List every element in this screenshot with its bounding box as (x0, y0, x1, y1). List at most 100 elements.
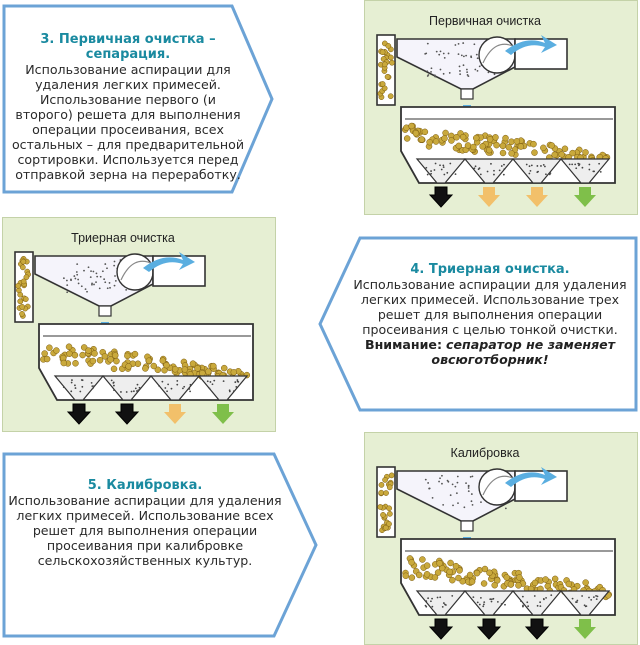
section-title: 3. Первичная очистка – сепарация. (40, 32, 216, 62)
outlet-funnel (463, 590, 515, 616)
fine-particle (588, 596, 590, 599)
grain (447, 559, 454, 567)
fine-particle (441, 605, 444, 608)
fine-particle (503, 163, 505, 166)
grain (481, 565, 489, 573)
dust-particle (427, 482, 430, 484)
fine-particle (425, 600, 428, 603)
fine-particle (595, 594, 597, 597)
grain (403, 135, 411, 142)
airlock-valve (460, 520, 474, 532)
fine-particle (232, 390, 235, 393)
grain (101, 353, 109, 360)
fine-particle (479, 173, 482, 176)
grain (131, 350, 139, 358)
grain (43, 355, 51, 363)
dust-particle (76, 263, 79, 265)
grain (220, 364, 228, 372)
grain (389, 59, 395, 66)
fan-casing (116, 253, 154, 291)
dust-particle (470, 500, 473, 503)
dust-particle (435, 50, 438, 53)
callout-primary-cleaning: 3. Первичная очистка – сепарация. Исполь… (2, 4, 276, 194)
grain (85, 347, 92, 354)
grain (378, 489, 385, 496)
fine-particle (521, 595, 524, 598)
outlet-arrow-black (428, 186, 454, 208)
outlet-arrow-yellow (478, 187, 500, 207)
grain (113, 357, 120, 365)
outlet-funnel (511, 590, 563, 616)
grain (426, 138, 433, 146)
outlet-funnel (101, 375, 153, 401)
grain (408, 574, 416, 581)
grain (493, 141, 500, 149)
dust-particle (108, 282, 111, 284)
fine-particle (581, 595, 584, 597)
fine-particle (425, 605, 428, 608)
outlet-funnel (415, 590, 467, 616)
fine-particle (575, 601, 578, 604)
fine-particle (189, 390, 191, 393)
dust-particle (467, 487, 470, 489)
grain (89, 357, 97, 365)
fine-particle (436, 596, 439, 599)
fine-particle (427, 597, 430, 600)
fine-particle (110, 379, 113, 382)
dust-particle (66, 284, 69, 287)
grain (499, 149, 507, 157)
dust-particle (104, 281, 107, 284)
fine-particle (446, 171, 449, 174)
grain (434, 569, 442, 576)
fine-particle (439, 164, 441, 167)
fine-particle (500, 603, 503, 605)
dust-particle (96, 275, 99, 278)
fine-particle (490, 600, 493, 603)
dust-particle (113, 284, 116, 287)
grain (516, 574, 523, 581)
dust-particle (95, 281, 97, 284)
grain (112, 352, 119, 359)
grain (423, 571, 431, 578)
fine-particle (577, 162, 580, 165)
section-title: 4. Триерная очистка. (410, 262, 570, 277)
dust-particle (454, 44, 457, 46)
fine-particle (426, 173, 429, 176)
grain (79, 351, 86, 359)
fine-particle (222, 380, 225, 383)
fine-particle (71, 379, 73, 381)
dust-particle (463, 506, 466, 509)
fine-particle (91, 385, 94, 388)
dust-particle (456, 475, 459, 478)
fine-particle (496, 600, 499, 603)
fine-particle (79, 390, 82, 393)
outlet-arrow-black (476, 618, 502, 640)
dust-particle (447, 52, 450, 55)
fine-particle (539, 605, 542, 608)
dust-particle (84, 288, 87, 291)
dust-particle (493, 73, 496, 76)
fine-particle (187, 387, 190, 390)
grain (530, 140, 537, 148)
grain (415, 571, 423, 579)
dust-particle (65, 279, 68, 282)
fine-particle (434, 162, 437, 165)
fine-particle (90, 381, 93, 384)
grain (71, 351, 79, 359)
air-flow-arrow (505, 467, 557, 487)
grain (387, 510, 393, 517)
fine-particle (211, 383, 214, 386)
dust-particle (449, 494, 452, 497)
fine-particle (595, 598, 598, 601)
grain (386, 521, 392, 527)
fine-particle (138, 386, 141, 389)
grain (446, 568, 453, 576)
fine-particle (473, 167, 476, 170)
grain (41, 350, 48, 357)
grain (230, 369, 238, 376)
dust-particle (465, 54, 468, 57)
dust-particle (109, 286, 111, 289)
dust-particle (62, 277, 65, 280)
dust-particle (93, 283, 95, 286)
grain (53, 347, 60, 354)
